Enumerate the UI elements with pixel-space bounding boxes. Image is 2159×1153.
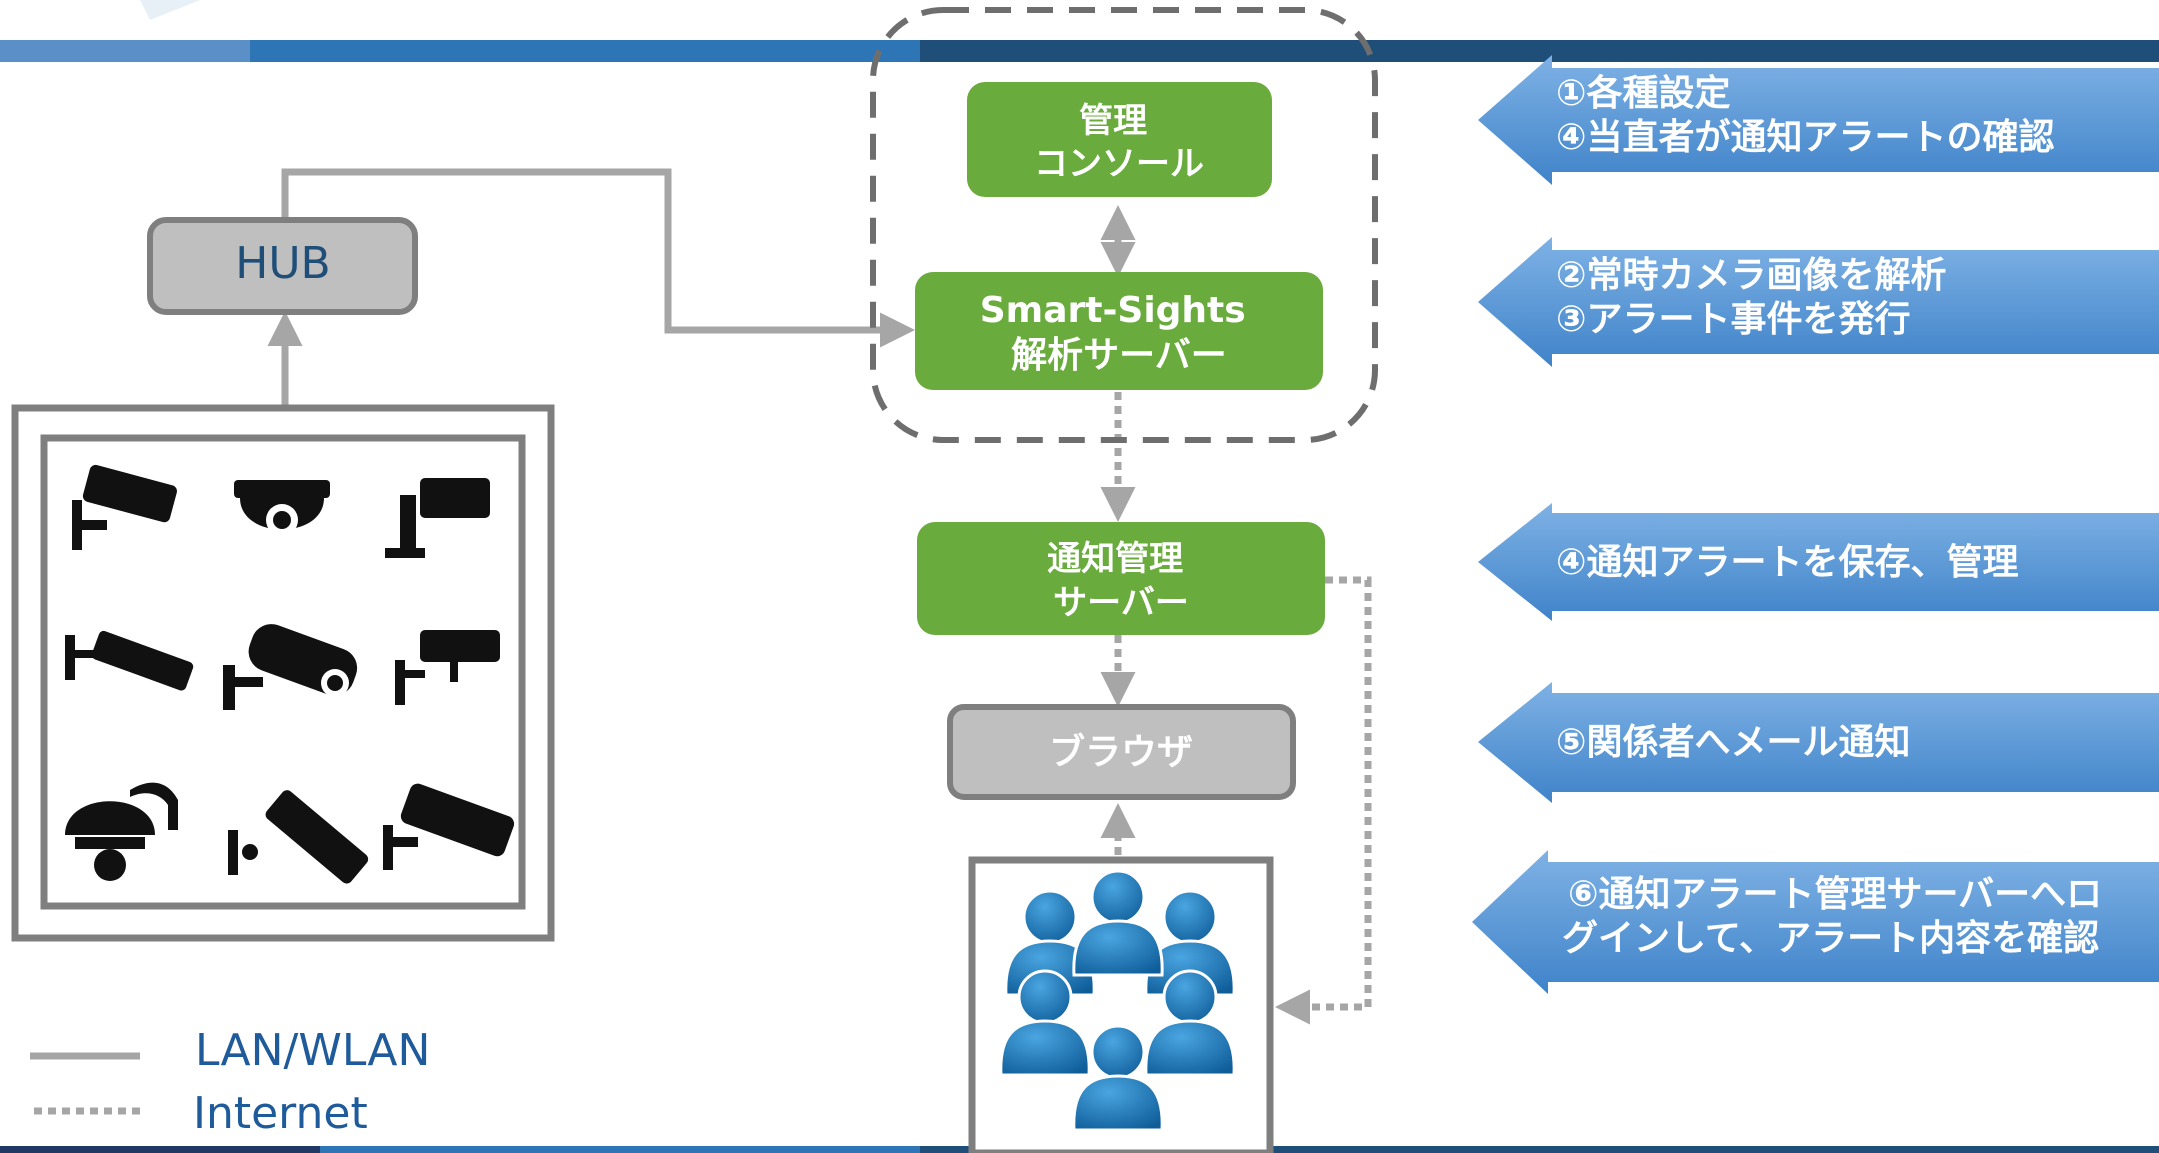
bottom-banner: [0, 1146, 2159, 1153]
callout-4: ⑤関係者へメール通知: [1478, 682, 2159, 803]
camera-icon: [395, 630, 500, 705]
svg-text:Smart-Sights 解析サーバー: Smart-Sights 解析サーバー: [980, 290, 1259, 376]
camera-panel: [11, 404, 555, 942]
svg-text:④通知アラートを保存、管理: ④通知アラートを保存、管理: [1556, 542, 2018, 583]
camera-icon: [223, 624, 358, 710]
svg-text:⑥通知アラート管理サーバーへロ グインして、アラ: ⑥通知アラート管理サーバーへロ グインして、アラート内容を確認: [1562, 874, 2115, 959]
svg-text:②常時カメラ画像を解析 ③アラート事件を発行: ②常時カメラ画像を解析 ③アラート事件を発行: [1556, 255, 1959, 340]
console-label-line2: コンソール: [1034, 144, 1204, 184]
callout-1: ①各種設定 ④当直者が通知アラートの確認: [1478, 55, 2159, 185]
legend-lan-label: LAN/WLAN: [195, 1025, 430, 1076]
svg-text:⑤関係者へメール通知: ⑤関係者へメール通知: [1556, 722, 1910, 763]
management-console-node: 管理 コンソール: [967, 82, 1272, 197]
legend-internet-label: Internet: [193, 1088, 368, 1139]
notification-server-label-line2: サーバー: [1053, 583, 1189, 623]
callout-5-line2: グインして、アラート内容を確認: [1562, 918, 2099, 959]
notification-server-node: 通知管理 サーバー: [917, 522, 1325, 635]
camera-icon: [72, 464, 177, 550]
callout-3-line1: ④通知アラートを保存、管理: [1556, 542, 2018, 583]
camera-icon: [234, 480, 330, 536]
camera-icon: [65, 630, 194, 691]
callout-2-line2: ③アラート事件を発行: [1556, 299, 1910, 340]
hub-label: HUB: [235, 238, 330, 289]
svg-text:管理 コンソール: 管理 コンソール: [1034, 101, 1204, 184]
camera-icon: [385, 478, 490, 558]
internet-connections: [1100, 392, 1372, 1025]
analysis-server-label-line2: 解析サーバー: [1011, 335, 1227, 376]
camera-icon: [65, 782, 178, 881]
callout-3: ④通知アラートを保存、管理: [1478, 503, 2159, 621]
server-group-boundary: [870, 7, 1378, 443]
svg-text:①各種設定 ④当直者が通知アラートの確認: ①各種設定 ④当直者が通知アラートの確認: [1556, 73, 2054, 158]
top-banner: [0, 0, 2159, 62]
analysis-server-label-line1: Smart-Sights: [980, 290, 1246, 331]
callout-1-line1: ①各種設定: [1556, 73, 1730, 114]
callout-5-line1: ⑥通知アラート管理サーバーへロ: [1568, 874, 2102, 915]
users-group: [968, 856, 1274, 1153]
svg-text:通知管理 サーバー: 通知管理 サーバー: [1047, 539, 1195, 623]
browser-label: ブラウザ: [1049, 731, 1193, 773]
hub-node: HUB: [147, 217, 418, 315]
notification-server-label-line1: 通知管理: [1047, 539, 1183, 579]
analysis-server-node: Smart-Sights 解析サーバー: [915, 272, 1323, 390]
camera-icon: [383, 783, 515, 870]
legend: LAN/WLAN Internet: [30, 1025, 430, 1139]
browser-node: ブラウザ: [947, 704, 1296, 800]
lan-connections: [267, 168, 1136, 408]
callout-1-line2: ④当直者が通知アラートの確認: [1556, 117, 2054, 158]
camera-icon: [228, 790, 369, 884]
callout-4-line1: ⑤関係者へメール通知: [1556, 722, 1910, 763]
callout-2-line1: ②常時カメラ画像を解析: [1556, 255, 1946, 296]
callout-5: ⑥通知アラート管理サーバーへロ グインして、アラート内容を確認: [1472, 850, 2159, 994]
callout-2: ②常時カメラ画像を解析 ③アラート事件を発行: [1478, 237, 2159, 367]
console-label-line1: 管理: [1079, 101, 1147, 141]
